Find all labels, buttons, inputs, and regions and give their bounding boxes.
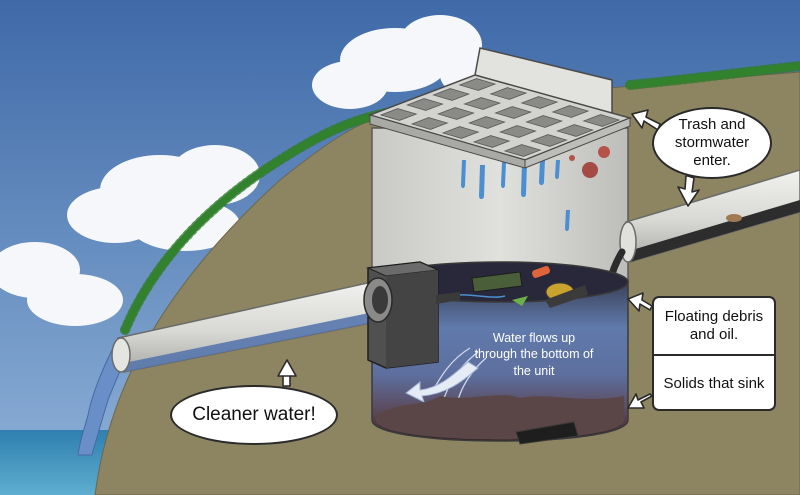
grate-slot	[405, 98, 444, 111]
callout-floating-debris: Floating debris and oil.	[654, 298, 774, 354]
grate-slot	[520, 96, 559, 109]
callout-cleaner-water-text: Cleaner water!	[192, 403, 316, 425]
callout-trash-stormwater-text: Trash and stormwater enter.	[674, 116, 750, 169]
grate-slot	[525, 115, 564, 128]
grate-slot	[494, 106, 533, 119]
grate-slot	[463, 97, 502, 110]
grate-slot	[489, 87, 528, 100]
callout-solids-sink: Solids that sink	[654, 354, 774, 412]
grate-slot	[379, 108, 418, 121]
grate-slot	[582, 114, 621, 127]
flow-arrow	[405, 361, 479, 403]
grate-slot	[472, 135, 511, 148]
callout-floating-debris-text: Floating debris and oil.	[664, 308, 764, 343]
callout-cleaner-water: Cleaner water!	[170, 385, 338, 445]
floating-debris	[444, 266, 588, 308]
grate-slot	[503, 144, 542, 157]
grate-slot	[436, 107, 475, 120]
grate-slot	[410, 117, 449, 130]
callout-box-debris-solids: Floating debris and oil. Solids that sin…	[652, 296, 776, 411]
inlet-grate	[367, 47, 633, 169]
outlet-water	[77, 349, 127, 456]
sunken-bottle	[515, 421, 579, 445]
callout-solids-sink-text: Solids that sink	[663, 375, 765, 393]
grate-slot	[467, 116, 506, 129]
callout-trash-stormwater: Trash and stormwater enter.	[652, 107, 772, 179]
flow-label: Water flows up through the bottom of the…	[474, 331, 594, 378]
grate-slot	[529, 134, 568, 147]
debris	[726, 214, 742, 222]
falling-debris	[569, 146, 610, 178]
grate-slot	[441, 126, 480, 139]
grate-slot	[551, 105, 590, 118]
grate-slot	[458, 78, 497, 91]
water-drips	[461, 160, 570, 231]
grate-slot	[556, 124, 595, 137]
grate-slot	[432, 88, 471, 101]
grate-slot	[498, 125, 537, 138]
outlet-box	[363, 261, 460, 369]
